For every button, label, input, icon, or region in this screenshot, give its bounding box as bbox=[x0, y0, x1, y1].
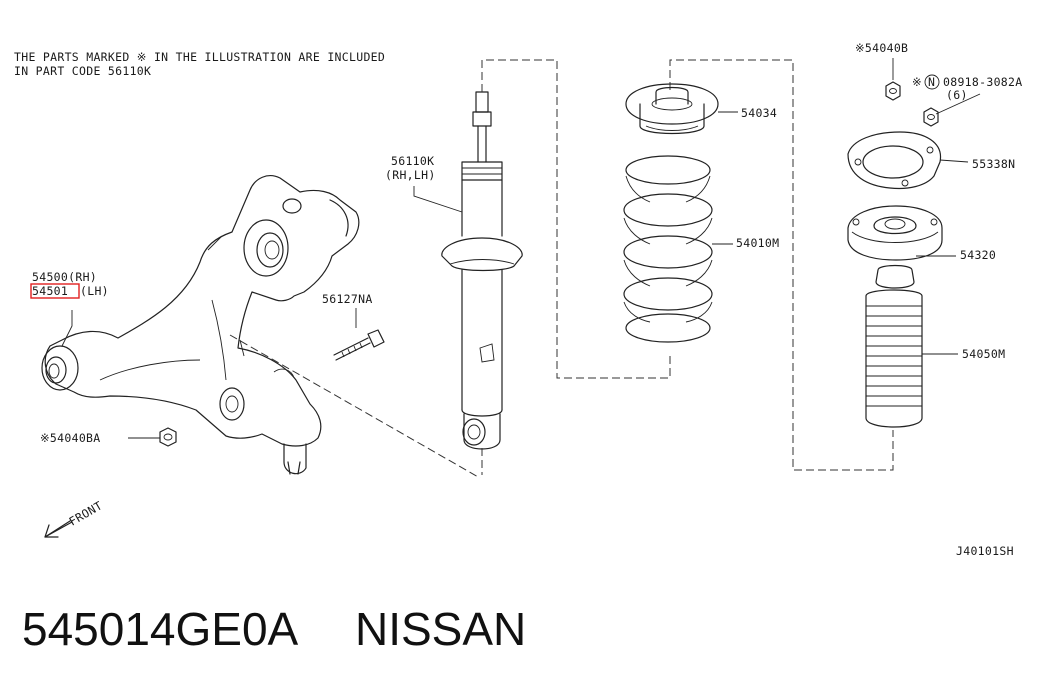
label-54500: 54500(RH) bbox=[32, 270, 97, 284]
dust-boot-illustration bbox=[865, 264, 923, 428]
front-arrow-icon bbox=[44, 520, 73, 538]
leader-56110k bbox=[413, 186, 463, 213]
leader-55338n bbox=[939, 159, 969, 163]
diagram-id: J40101SH bbox=[956, 544, 1014, 558]
leader-54500 bbox=[61, 310, 73, 347]
shock-absorber-illustration bbox=[441, 91, 523, 450]
note-line-2: IN PART CODE 56110K bbox=[14, 64, 151, 78]
strut-mount-illustration bbox=[847, 205, 943, 261]
label-54040b: ※54040B bbox=[855, 41, 908, 55]
label-54501-side: (LH) bbox=[80, 284, 109, 298]
label-08918-mark: ※ bbox=[912, 75, 922, 89]
label-55338n: 55338N bbox=[972, 157, 1015, 171]
install-line-spring-mount bbox=[669, 59, 894, 471]
label-56110k-side: (RH,LH) bbox=[385, 168, 436, 182]
lower-arm-illustration bbox=[41, 175, 360, 475]
part-highlight-box bbox=[30, 283, 80, 299]
label-54501[interactable]: 54501 bbox=[32, 284, 68, 298]
coil-spring-illustration bbox=[623, 155, 713, 343]
n-circle-icon bbox=[924, 74, 940, 90]
label-54010m: 54010M bbox=[736, 236, 779, 250]
front-label: FRONT bbox=[67, 498, 105, 528]
footer-part-number: 545014GE0A bbox=[22, 603, 299, 655]
leader-08918 bbox=[935, 93, 981, 115]
bolt-56127na bbox=[333, 329, 385, 361]
spring-seat-illustration bbox=[625, 83, 719, 135]
label-08918-n: N bbox=[928, 75, 935, 89]
nut-54040b bbox=[885, 81, 901, 101]
label-08918: 08918-3082A bbox=[943, 75, 1022, 89]
note-line-1: THE PARTS MARKED ※ IN THE ILLUSTRATION A… bbox=[14, 50, 385, 64]
install-line-arm bbox=[229, 334, 481, 479]
label-54040ba: ※54040BA bbox=[40, 431, 101, 445]
label-56110k: 56110K bbox=[391, 154, 434, 168]
nut-54040ba bbox=[159, 427, 177, 447]
footer-brand: NISSAN bbox=[355, 603, 526, 655]
install-line-shock-spring bbox=[481, 59, 671, 379]
label-54050m: 54050M bbox=[962, 347, 1005, 361]
mounting-plate-illustration bbox=[847, 131, 942, 190]
label-54034: 54034 bbox=[741, 106, 777, 120]
flange-nut-08918 bbox=[923, 107, 939, 127]
label-08918-qty: (6) bbox=[946, 88, 968, 102]
label-54320: 54320 bbox=[960, 248, 996, 262]
label-56127na: 56127NA bbox=[322, 292, 373, 306]
